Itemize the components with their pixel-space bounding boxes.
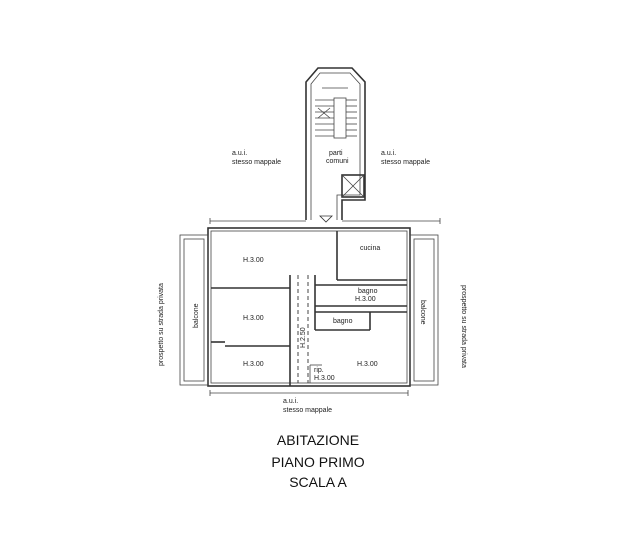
prospetto-right: prospetto su strada privata	[460, 285, 467, 368]
title-line-1: ABITAZIONE	[277, 432, 359, 448]
prospetto-left: prospetto su strada privata	[158, 283, 165, 366]
ripostiglio-height: H.3.00	[314, 375, 335, 382]
plan-title: ABITAZIONE PIANO PRIMO SCALA A	[271, 432, 364, 490]
aui-left-line1: a.u.i.	[232, 150, 247, 157]
stair-tower	[305, 67, 366, 223]
balcone-left: balcone	[193, 303, 200, 328]
aui-right-line2: stesso mappale	[381, 159, 430, 166]
aui-left-line2: stesso mappale	[232, 159, 281, 166]
entrance-marker	[319, 215, 333, 223]
stair-treads	[315, 87, 357, 137]
balcony-left-shape	[179, 234, 209, 386]
bagno-1-label: bagno	[358, 288, 378, 295]
property-lines	[209, 218, 441, 396]
bagno-1-height: H.3.00	[355, 296, 376, 303]
corridor-dashed	[297, 275, 309, 383]
cucina-label: cucina	[360, 245, 380, 252]
room-height-1: H.3.00	[243, 257, 264, 264]
room-height-2: H.3.00	[243, 315, 264, 322]
interior-walls	[211, 231, 407, 386]
bagno-2-label: bagno	[333, 318, 353, 325]
aui-bottom-line1: a.u.i.	[283, 398, 298, 405]
room-height-3: H.3.00	[243, 361, 264, 368]
parti-comuni-line1: parti	[329, 150, 343, 157]
aui-bottom-line2: stesso mappale	[283, 407, 332, 414]
labels: a.u.i. stesso mappale a.u.i. stesso mapp…	[158, 150, 467, 414]
room-height-4: H.3.00	[357, 361, 378, 368]
elevator-shaft	[341, 174, 365, 198]
title-line-3: SCALA A	[289, 474, 347, 490]
aui-right-line1: a.u.i.	[381, 150, 396, 157]
title-line-2: PIANO PRIMO	[271, 454, 364, 470]
ripostiglio-label: rip.	[314, 367, 324, 374]
balcony-right-shape	[409, 234, 439, 386]
parti-comuni-line2: comuni	[326, 158, 349, 165]
corridor-height: H.2.50	[300, 327, 307, 348]
balcone-right: balcone	[419, 300, 426, 325]
